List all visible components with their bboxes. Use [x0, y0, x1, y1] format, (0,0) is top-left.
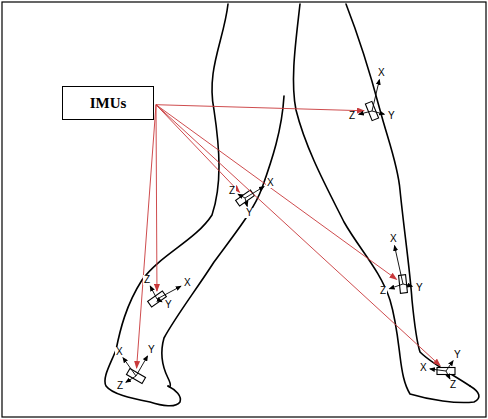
axis-label: Y — [387, 111, 396, 121]
axis-arrow — [150, 286, 157, 299]
axis-arrow — [372, 111, 384, 114]
axis-label: Y — [147, 345, 156, 355]
axis-arrows — [123, 80, 453, 382]
axis-arrow — [372, 80, 379, 111]
leader-line — [156, 105, 397, 280]
axis-label: Z — [449, 380, 457, 390]
axis-arrow — [123, 358, 136, 376]
leader-line — [156, 105, 440, 366]
leader-line — [156, 105, 239, 193]
axis-arrow — [157, 286, 181, 299]
leader-line — [156, 105, 364, 111]
axis-arrow — [126, 376, 136, 382]
axis-label: X — [183, 278, 192, 288]
imu-sensors — [126, 101, 455, 383]
axis-label: Y — [453, 350, 462, 360]
axis-label: X — [266, 178, 275, 188]
axis-arrow — [245, 187, 264, 198]
axis-label: Z — [379, 286, 387, 296]
box-label: IMUs — [90, 95, 127, 112]
axis-label: X — [389, 234, 398, 244]
axis-arrow — [359, 111, 372, 114]
axis-label: Z — [228, 186, 236, 196]
leader-lines — [137, 105, 441, 368]
axis-label: Y — [164, 300, 173, 310]
axis-arrow — [136, 356, 148, 376]
axis-arrow — [390, 284, 403, 289]
axis-label: X — [377, 68, 386, 78]
axis-arrow — [430, 369, 446, 371]
axis-label: Z — [116, 381, 124, 391]
axis-arrow — [238, 194, 245, 198]
axis-label: X — [115, 347, 124, 357]
leg-outline — [105, 4, 479, 406]
axis-arrow — [446, 361, 453, 371]
axis-arrow — [446, 371, 450, 379]
label-box: IMUs — [62, 86, 154, 120]
axis-label: Y — [245, 208, 254, 218]
axis-label: Z — [348, 111, 356, 121]
axis-label: Y — [415, 283, 424, 293]
axis-arrow — [157, 299, 162, 302]
leader-line — [137, 105, 156, 368]
axis-arrow — [245, 198, 247, 206]
axis-label: Z — [143, 275, 151, 285]
axis-arrow — [395, 246, 403, 284]
imu-sensor — [126, 368, 145, 383]
axis-arrow — [403, 284, 412, 286]
axis-label: X — [419, 363, 428, 373]
leader-line — [156, 105, 158, 291]
